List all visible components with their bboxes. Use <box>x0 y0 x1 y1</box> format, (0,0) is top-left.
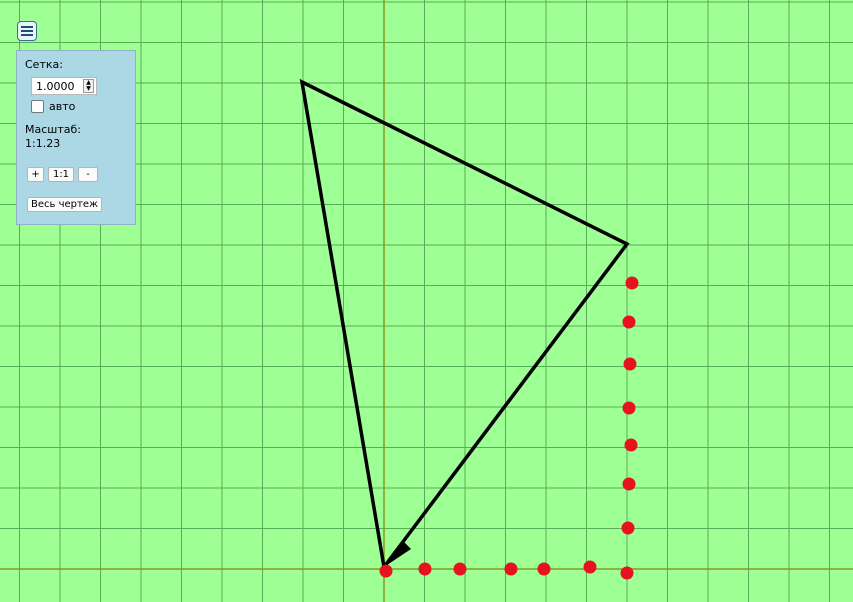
spinner-arrows[interactable]: ▲ ▼ <box>83 79 94 93</box>
zoom-out-button[interactable]: - <box>78 167 98 182</box>
point-marker[interactable] <box>622 401 636 415</box>
point-marker[interactable] <box>453 562 467 576</box>
point-marker[interactable] <box>623 357 637 371</box>
reset-scale-button[interactable]: 1:1 <box>48 167 74 182</box>
settings-panel: Сетка: 1.0000 ▲ ▼ авто Масштаб: 1:1.23 +… <box>16 50 136 225</box>
auto-grid-checkbox[interactable] <box>31 100 44 113</box>
point-marker[interactable] <box>418 562 432 576</box>
menu-button[interactable] <box>17 21 37 41</box>
point-marker[interactable] <box>583 560 597 574</box>
point-marker[interactable] <box>622 315 636 329</box>
spinner-up-icon[interactable]: ▲ <box>86 79 91 86</box>
point-markers <box>379 276 639 580</box>
spinner-down-icon[interactable]: ▼ <box>86 85 91 92</box>
triangle-shape[interactable] <box>299 78 630 572</box>
fit-all-button[interactable]: Весь чертеж <box>27 197 102 212</box>
point-marker[interactable] <box>537 562 551 576</box>
point-marker[interactable] <box>622 477 636 491</box>
grid-step-value[interactable]: 1.0000 <box>36 79 75 93</box>
arrow-head-marker <box>384 542 411 567</box>
point-marker[interactable] <box>625 276 639 290</box>
grid-step-spinner[interactable]: 1.0000 ▲ ▼ <box>31 77 97 95</box>
point-marker[interactable] <box>620 566 634 580</box>
grid-label: Сетка: <box>25 58 63 71</box>
point-marker[interactable] <box>621 521 635 535</box>
point-marker[interactable] <box>379 564 393 578</box>
zoom-in-button[interactable]: + <box>27 167 44 182</box>
scale-label: Масштаб: <box>25 123 81 136</box>
scale-value: 1:1.23 <box>25 137 61 150</box>
hamburger-menu-icon <box>21 26 33 36</box>
point-marker[interactable] <box>624 438 638 452</box>
point-marker[interactable] <box>504 562 518 576</box>
auto-grid-label: авто <box>49 100 76 113</box>
